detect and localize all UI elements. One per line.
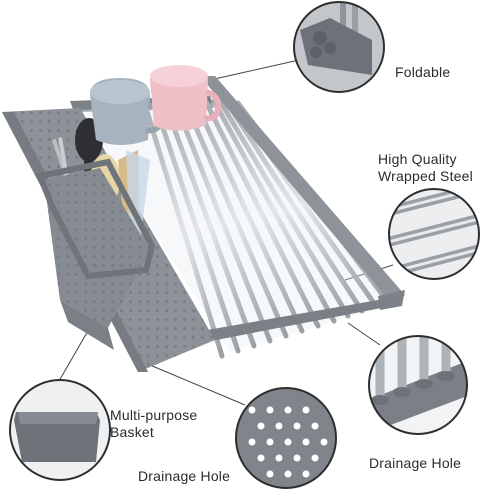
rack-far-edge (200, 76, 405, 304)
foldable-label: Foldable (395, 64, 451, 80)
basket-detail-circle (9, 379, 111, 481)
cups (90, 65, 222, 145)
steel-rods (78, 98, 398, 359)
drainage-rods-circle (368, 335, 468, 435)
drainage-hole-label-bottom: Drainage Hole (138, 468, 231, 484)
steel-detail-circle (388, 188, 480, 280)
wrapped-steel-label: High Quality Wrapped Steel (378, 151, 473, 184)
basket-label: Multi-purpose Basket (110, 407, 198, 440)
drainage-hole-circle (235, 387, 337, 489)
foldable-detail-circle (293, 1, 385, 93)
utensil-basket (35, 118, 156, 350)
drainage-hole-label-right: Drainage Hole (369, 455, 462, 471)
